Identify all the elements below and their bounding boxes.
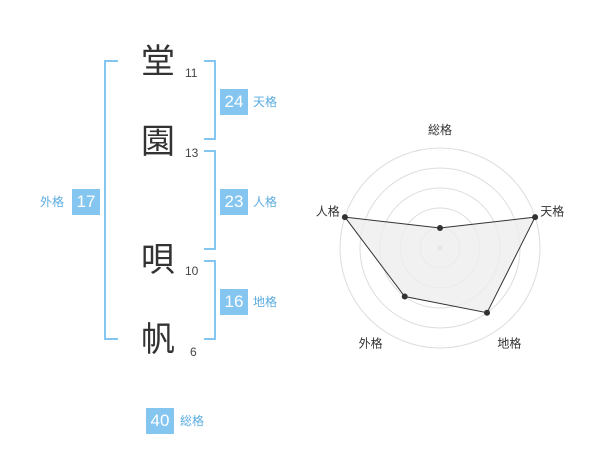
radar-grid-ring-5 xyxy=(339,147,541,349)
chikaku-value: 16 xyxy=(220,289,248,315)
radar-point-3 xyxy=(484,309,491,316)
radar-point-5 xyxy=(341,214,348,221)
stroke-count-2: 13 xyxy=(185,146,199,160)
stroke-count-4: 6 xyxy=(190,345,197,359)
radar-point-2 xyxy=(532,214,539,221)
tenkaku-value: 24 xyxy=(220,89,248,115)
tenkaku-bracket xyxy=(204,60,216,140)
jinkaku-value: 23 xyxy=(220,189,248,215)
soukaku-value: 40 xyxy=(146,408,174,434)
name-char-4: 帆 xyxy=(141,320,175,360)
radar-axis-label-2: 天格 xyxy=(540,204,564,219)
gaikaku-value: 17 xyxy=(72,189,100,215)
jinkaku-label: 人格 xyxy=(253,195,278,209)
radar-axis-label-1: 総格 xyxy=(428,122,452,137)
name-char-2: 園 xyxy=(141,122,175,162)
stroke-count-3: 10 xyxy=(185,264,199,278)
stroke-count-1: 11 xyxy=(185,66,198,80)
radar-axis-label-5: 人格 xyxy=(316,204,340,219)
gaikaku-bracket xyxy=(104,60,118,340)
radar-point-4 xyxy=(401,293,408,300)
radar-point-1 xyxy=(437,225,443,231)
gaikaku-label: 外格 xyxy=(40,195,65,209)
tenkaku-label: 天格 xyxy=(253,95,278,109)
name-char-3: 唄 xyxy=(141,240,175,280)
name-char-1: 堂 xyxy=(141,42,175,82)
radar-axis-label-4: 外格 xyxy=(359,335,383,350)
soukaku-label: 総格 xyxy=(180,414,205,428)
jinkaku-bracket xyxy=(204,150,216,250)
radar-axis-label-3: 地格 xyxy=(497,335,521,350)
chikaku-label: 地格 xyxy=(253,295,278,309)
chikaku-bracket xyxy=(204,260,216,340)
radar-value-polygon xyxy=(343,216,536,314)
